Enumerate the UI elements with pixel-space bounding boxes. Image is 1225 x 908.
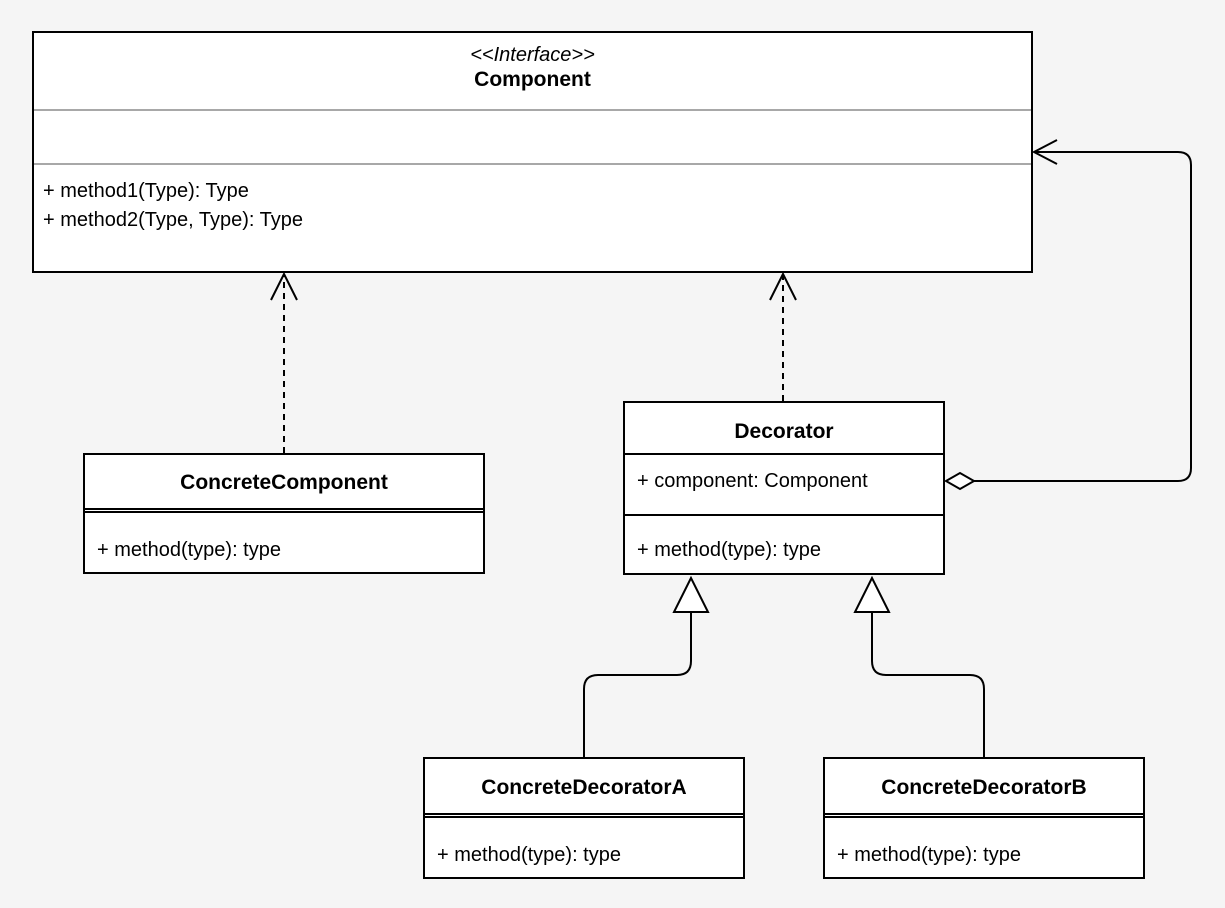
concretecomponent-methods: + method(type): type — [97, 536, 281, 565]
realization-decorator-to-component — [769, 271, 797, 401]
concretedecoratorb-method: + method(type): type — [837, 844, 1021, 866]
generalization-concretedecoratora-to-decorator — [583, 575, 710, 757]
component-method-2: + method2(Type, Type): Type — [43, 209, 303, 231]
concretedecoratorb-methods: + method(type): type — [837, 841, 1021, 870]
component-attributes-divider — [34, 109, 1031, 111]
decorator-header: Decorator — [625, 419, 943, 445]
concretedecoratora-class-name: ConcreteDecoratorA — [481, 776, 687, 799]
decorator-attributes: + component: Component — [637, 467, 868, 496]
concretedecoratora-divider — [425, 813, 743, 818]
decorator-attribute-component: + component: Component — [637, 470, 868, 492]
aggregation-decorator-to-component — [943, 139, 1192, 491]
concretedecoratorb-header: ConcreteDecoratorB — [825, 775, 1143, 801]
component-interface-box: <<Interface>> Component + method1(Type):… — [32, 31, 1033, 273]
interface-stereotype: <<Interface>> — [470, 44, 595, 66]
concretecomponent-method: + method(type): type — [97, 539, 281, 561]
concretedecoratorb-class-box: ConcreteDecoratorB + method(type): type — [823, 757, 1145, 879]
component-class-name: Component — [474, 68, 591, 91]
generalization-concretedecoratorb-to-decorator — [853, 575, 985, 757]
component-methods: + method1(Type): Type + method2(Type, Ty… — [43, 177, 303, 235]
concretecomponent-class-name: ConcreteComponent — [180, 471, 388, 494]
component-header: <<Interface>> Component — [34, 44, 1031, 93]
concretedecoratora-methods: + method(type): type — [437, 841, 621, 870]
concretedecoratora-header: ConcreteDecoratorA — [425, 775, 743, 801]
concretedecoratora-class-box: ConcreteDecoratorA + method(type): type — [423, 757, 745, 879]
concretedecoratora-method: + method(type): type — [437, 844, 621, 866]
component-methods-divider — [34, 163, 1031, 165]
concretedecoratorb-class-name: ConcreteDecoratorB — [881, 776, 1087, 799]
realization-concretecomponent-to-component — [270, 271, 298, 453]
concretedecoratorb-divider — [825, 813, 1143, 818]
decorator-class-box: Decorator + component: Component + metho… — [623, 401, 945, 575]
component-method-1: + method1(Type): Type — [43, 180, 249, 202]
decorator-method: + method(type): type — [637, 539, 821, 561]
decorator-attributes-divider — [625, 453, 943, 455]
decorator-methods-divider — [625, 514, 943, 516]
decorator-methods: + method(type): type — [637, 536, 821, 565]
concretecomponent-header: ConcreteComponent — [85, 470, 483, 496]
decorator-class-name: Decorator — [734, 420, 834, 443]
concretecomponent-class-box: ConcreteComponent + method(type): type — [83, 453, 485, 574]
concretecomponent-divider — [85, 508, 483, 513]
